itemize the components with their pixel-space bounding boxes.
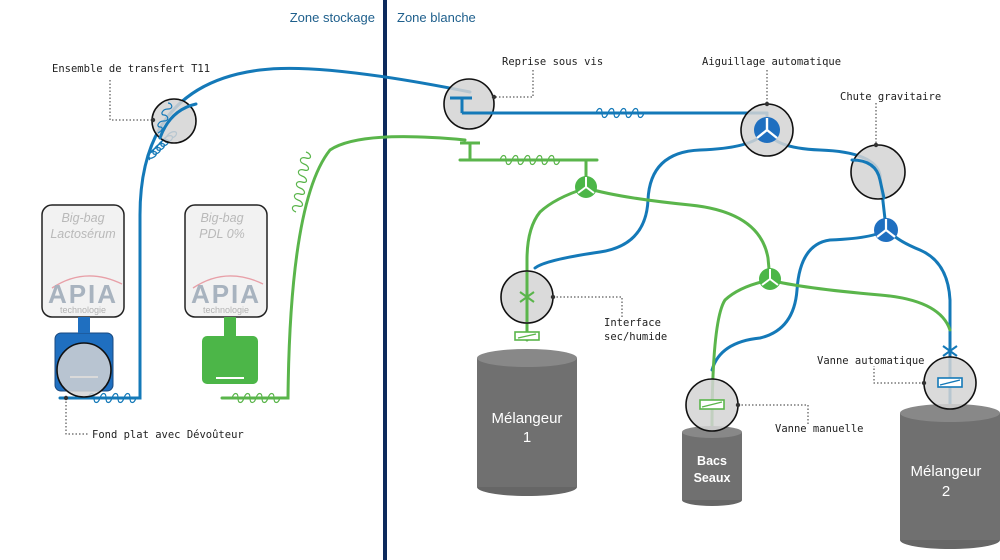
manual-valve-detail: [685, 378, 739, 432]
callout-flat-bottom: Fond plat avec Dévoûteur: [92, 429, 244, 441]
bigbag-pdl-line2: PDL 0%: [199, 227, 245, 241]
bigbag-lactoserum: Big-bag Lactosérum APIA technologie: [41, 204, 125, 398]
blue-transfer-line: [58, 66, 472, 400]
transfer-t11-detail: [151, 98, 198, 144]
leader-flat-bottom: [65, 398, 88, 435]
apia-logo-text: APIA: [191, 279, 261, 309]
callout-manual-valve: Vanne manuelle: [775, 423, 864, 435]
bag2-discharger: [202, 336, 258, 384]
interface-dry-wet-detail: [500, 270, 554, 341]
automatic-valve-detail: [923, 345, 977, 410]
leader-auto-valve: [873, 366, 924, 384]
apia-logo-subtext: technologie: [203, 305, 249, 315]
blue-y-junction: [874, 218, 898, 242]
bag2-neck: [224, 317, 236, 336]
coil-bag1: [87, 392, 137, 404]
leader-screw-recovery: [494, 70, 534, 98]
bigbag-lactoserum-line1: Big-bag: [61, 211, 104, 225]
apia-logo-text: APIA: [48, 279, 118, 309]
apia-logo-swoosh: [51, 275, 123, 289]
callout-screw-recovery: Reprise sous vis: [502, 56, 603, 68]
bacs-line2: Seaux: [694, 471, 731, 485]
leader-manual-valve: [738, 404, 809, 424]
leader-interface: [553, 296, 623, 318]
callout-interface-line1: Interface: [604, 317, 661, 329]
apia-logo-subtext: technologie: [60, 305, 106, 315]
bacs-seaux: Bacs Seaux: [682, 426, 742, 506]
coil-bag2: [231, 392, 281, 404]
callout-interface-line2: sec/humide: [604, 331, 667, 343]
bacs-line1: Bacs: [697, 454, 727, 468]
callout-transfer-t11: Ensemble de transfert T11: [52, 63, 210, 75]
coil-blue-screw: [595, 107, 645, 119]
green-screw-inlet: [460, 141, 480, 160]
bag1-neck: [78, 317, 90, 333]
mixer-1: Mélangeur 1: [477, 349, 577, 496]
green-to-split-line: [584, 186, 772, 282]
mixer-2-line1: Mélangeur: [911, 463, 982, 480]
bigbag-pdl-line1: Big-bag: [200, 211, 243, 225]
gravity-drop-detail: [850, 144, 906, 200]
coil-green-riser: [291, 151, 312, 213]
green-transfer-line: [220, 135, 467, 400]
mixer-1-line1: Mélangeur: [492, 410, 563, 427]
green-y-junction-top: [575, 176, 597, 198]
automatic-switch-detail: [740, 103, 794, 157]
zone-white-label: Zone blanche: [397, 10, 476, 25]
green-to-mixer2-line: [768, 278, 952, 332]
blue-to-mixer1-line: [533, 126, 769, 270]
green-y-junction-split: [759, 268, 781, 290]
blue-to-bacs-line: [710, 226, 888, 372]
apia-logo-swoosh: [192, 275, 264, 289]
discharger-detail-circle: [56, 342, 112, 398]
callout-gravity-drop: Chute gravitaire: [840, 91, 941, 103]
green-to-mixer1-line: [525, 186, 588, 342]
mixer-1-line2: 1: [523, 429, 531, 446]
leader-t11: [109, 80, 153, 121]
bigbag-pdl: Big-bag PDL 0% APIA technologie: [184, 204, 268, 384]
mixer-2-line2: 2: [942, 483, 950, 500]
zone-storage-label: Zone stockage: [290, 10, 375, 25]
coil-green-screw: [499, 154, 561, 166]
callout-auto-switch: Aiguillage automatique: [702, 56, 841, 68]
callout-auto-valve: Vanne automatique: [817, 355, 924, 367]
mixer-2: Mélangeur 2: [900, 404, 1000, 549]
bigbag-lactoserum-line2: Lactosérum: [50, 227, 115, 241]
screw-recovery-detail: [443, 78, 495, 130]
